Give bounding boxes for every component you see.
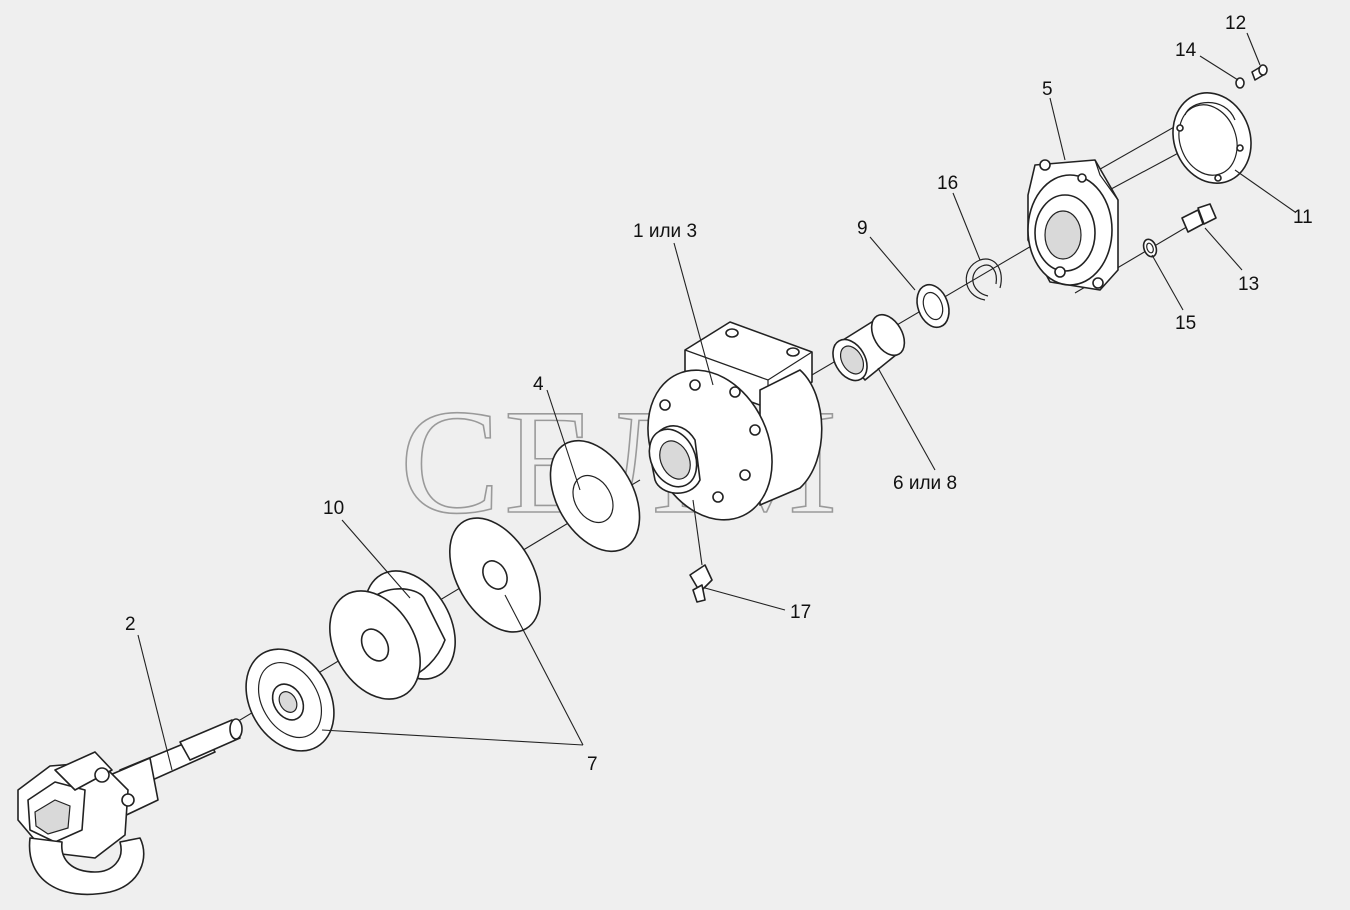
part-14-washer <box>1235 77 1245 89</box>
callout-16: 16 <box>937 173 958 194</box>
part-9-lock-washer <box>916 283 950 329</box>
callout-14: 14 <box>1175 40 1197 61</box>
callout-7: 7 <box>587 754 598 775</box>
callout-17: 17 <box>790 602 811 623</box>
callout-10: 10 <box>323 498 344 519</box>
part-12-screw <box>1251 64 1268 81</box>
callout-15: 15 <box>1175 313 1196 334</box>
part-1-or-3-housing <box>647 321 823 521</box>
callout-12: 12 <box>1225 13 1246 34</box>
part-6-or-8-bushing <box>832 313 906 382</box>
callout-1-or-3: 1 или 3 <box>633 221 697 242</box>
callout-labels: 1 или 3 2 4 5 6 или 8 7 9 10 11 12 13 14… <box>125 13 1313 775</box>
part-2-towing-hook <box>17 718 243 896</box>
part-7-flat-washer-b <box>448 517 542 633</box>
callout-11: 11 <box>1293 207 1313 228</box>
callout-4: 4 <box>533 374 544 395</box>
part-16-retaining-ring <box>965 258 1002 301</box>
part-5-flange <box>1027 159 1119 291</box>
callout-13: 13 <box>1238 274 1259 295</box>
callout-2: 2 <box>125 614 136 635</box>
part-11-cover <box>1172 92 1252 184</box>
callout-9: 9 <box>857 218 868 239</box>
part-17-grease-nipple <box>689 499 713 603</box>
part-7-flanged-washer-a <box>245 648 335 752</box>
leader-lines <box>137 32 1296 771</box>
part-15-washer <box>1142 238 1158 258</box>
part-10-rubber-buffer <box>329 570 456 700</box>
callout-6-or-8: 6 или 8 <box>893 473 957 494</box>
part-13-bolt <box>1181 203 1217 233</box>
callout-5: 5 <box>1042 79 1053 100</box>
